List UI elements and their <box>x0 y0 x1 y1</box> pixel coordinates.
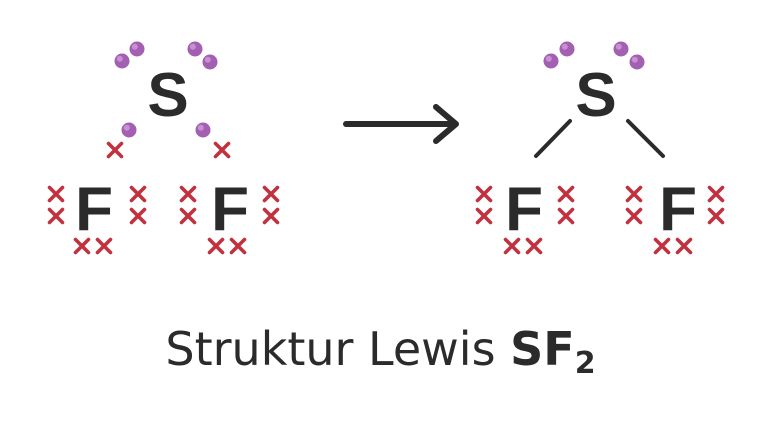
caption-title: Struktur Lewis SF2 <box>0 322 761 381</box>
fluorine-electron-cross <box>106 141 124 159</box>
sulfur-electron-dot <box>121 122 137 138</box>
fluorine-electron-cross <box>207 237 225 255</box>
right-fluorine-symbol-1: F <box>505 175 543 244</box>
fluorine-electron-cross <box>129 185 147 203</box>
sulfur-electron-dot-highlight <box>131 43 138 50</box>
sulfur-electron-dot <box>543 53 559 69</box>
fluorine-electron-cross <box>675 237 693 255</box>
sulfur-electron-dot <box>629 54 645 70</box>
caption-subscript: 2 <box>574 346 596 381</box>
left-fluorine-symbol-2: F <box>211 175 249 244</box>
bond-line-left <box>534 119 572 158</box>
fluorine-electron-cross <box>525 237 543 255</box>
fluorine-electron-cross <box>557 185 575 203</box>
fluorine-electron-cross <box>47 185 65 203</box>
fluorine-electron-cross <box>707 207 725 225</box>
sulfur-electron-dot-highlight <box>204 56 211 63</box>
sulfur-electron-dot <box>195 122 211 138</box>
fluorine-electron-cross <box>213 141 231 159</box>
sulfur-electron-dot <box>202 54 218 70</box>
sulfur-electron-dot-highlight <box>615 43 622 50</box>
fluorine-electron-cross <box>47 207 65 225</box>
caption-prefix: Struktur Lewis <box>165 322 511 376</box>
caption-formula: SF <box>510 322 575 376</box>
sulfur-electron-dot-highlight <box>561 43 568 50</box>
fluorine-electron-cross <box>95 237 113 255</box>
left-sulfur-symbol: S <box>147 61 188 130</box>
fluorine-electron-cross <box>475 185 493 203</box>
bond-line-right <box>626 119 665 158</box>
sulfur-electron-dot-highlight <box>545 55 552 62</box>
sulfur-electron-dot-highlight <box>116 55 123 62</box>
fluorine-electron-cross <box>179 207 197 225</box>
fluorine-electron-cross <box>475 207 493 225</box>
sulfur-electron-dot <box>187 41 203 57</box>
fluorine-electron-cross <box>262 207 280 225</box>
fluorine-electron-cross <box>625 207 643 225</box>
sulfur-electron-dot-highlight <box>631 56 638 63</box>
sulfur-electron-dot <box>114 53 130 69</box>
right-arrow-icon <box>343 104 459 144</box>
sulfur-electron-dot <box>559 41 575 57</box>
left-fluorine-symbol-1: F <box>75 175 113 244</box>
fluorine-electron-cross <box>129 207 147 225</box>
fluorine-electron-cross <box>229 237 247 255</box>
fluorine-electron-cross <box>503 237 521 255</box>
fluorine-electron-cross <box>557 207 575 225</box>
sulfur-electron-dot-highlight <box>123 124 130 131</box>
sulfur-electron-dot-highlight <box>189 43 196 50</box>
fluorine-electron-cross <box>707 185 725 203</box>
sulfur-electron-dot <box>613 41 629 57</box>
fluorine-electron-cross <box>625 185 643 203</box>
fluorine-electron-cross <box>653 237 671 255</box>
right-sulfur-symbol: S <box>575 61 616 130</box>
fluorine-electron-cross <box>179 185 197 203</box>
fluorine-electron-cross <box>73 237 91 255</box>
sulfur-electron-dot-highlight <box>197 124 204 131</box>
electron-layer <box>47 41 725 255</box>
right-fluorine-symbol-2: F <box>659 175 697 244</box>
sulfur-electron-dot <box>129 41 145 57</box>
fluorine-electron-cross <box>262 185 280 203</box>
